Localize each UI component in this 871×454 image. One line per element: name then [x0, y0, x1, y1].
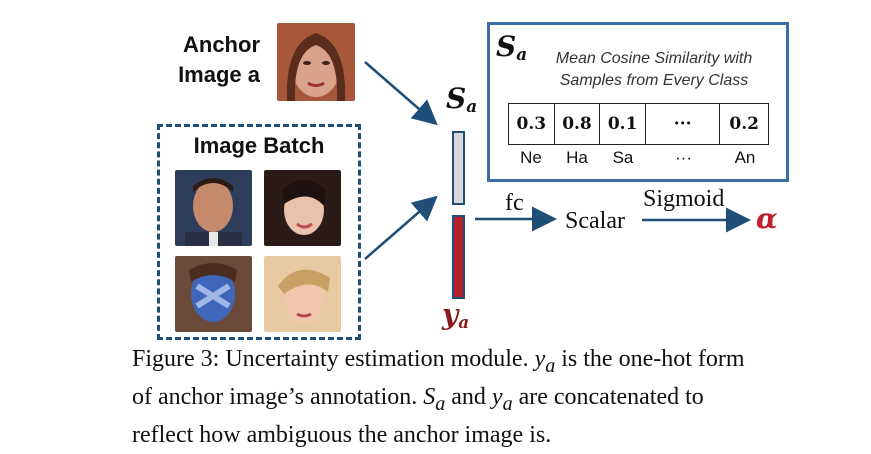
sa-bar-label: Sa — [446, 82, 478, 116]
batch-face-2 — [264, 170, 341, 246]
value-cell: 0.2 — [729, 114, 759, 134]
sa-detail-panel — [487, 22, 789, 182]
fc-label: fc — [505, 190, 524, 216]
caption-y2-symbol: ya — [491, 383, 513, 415]
panel-symbol: Sa — [496, 30, 528, 64]
anchor-label-line2: Image a — [178, 62, 260, 87]
alpha-output: α — [756, 202, 778, 235]
similarity-vector-bar — [452, 131, 465, 205]
caption-part4: are concatenated to reflect how ambiguou… — [132, 383, 704, 448]
caption-part3: and — [451, 383, 486, 410]
similarity-values-row: 0.3 0.8 0.1 ··· 0.2 — [508, 103, 769, 145]
image-batch-frame — [157, 124, 361, 340]
class-label: Ha — [566, 148, 588, 167]
class-label: Sa — [612, 148, 634, 167]
class-label: Ne — [520, 148, 542, 167]
image-batch-title: Image Batch — [193, 133, 325, 158]
caption-y-symbol: ya — [534, 346, 556, 377]
figure-caption: Figure 3: Uncertainty estimation module.… — [132, 344, 752, 451]
panel-description-line2: Samples from Every Class — [559, 72, 749, 89]
caption-prefix: Figure 3: Uncertainty estimation module. — [132, 346, 529, 372]
batch-face-3 — [175, 256, 252, 332]
value-cell: 0.8 — [555, 104, 601, 144]
anchor-face-image — [277, 23, 355, 101]
batch-face-4 — [264, 256, 341, 332]
class-labels-row: Ne Ha Sa ··· An — [508, 148, 769, 168]
value-cell: ··· — [646, 104, 721, 144]
value-cell: 0.1 — [600, 104, 646, 144]
anchor-label-line1: Anchor — [183, 32, 260, 57]
anchor-image-label: Anchor Image a — [140, 30, 260, 90]
scalar-label: Scalar — [565, 208, 625, 234]
caption-part2: is the one-hot form of anchor image’s an… — [132, 346, 745, 410]
caption-s-symbol: Sa — [423, 383, 446, 415]
class-label: ··· — [675, 148, 692, 167]
batch-face-1 — [175, 170, 252, 246]
panel-description-line1: Mean Cosine Similarity with — [555, 50, 753, 67]
value-cell: 0.3 — [509, 104, 555, 144]
batch-to-bar-arrow — [364, 195, 438, 260]
panel-description: Mean Cosine Similarity with Samples from… — [536, 48, 772, 92]
sigmoid-label: Sigmoid — [643, 186, 725, 212]
ya-bar-label: ya — [442, 298, 470, 332]
onehot-annotation-bar — [452, 215, 465, 299]
class-label: An — [734, 148, 756, 167]
anchor-to-bar-arrow — [364, 61, 438, 126]
